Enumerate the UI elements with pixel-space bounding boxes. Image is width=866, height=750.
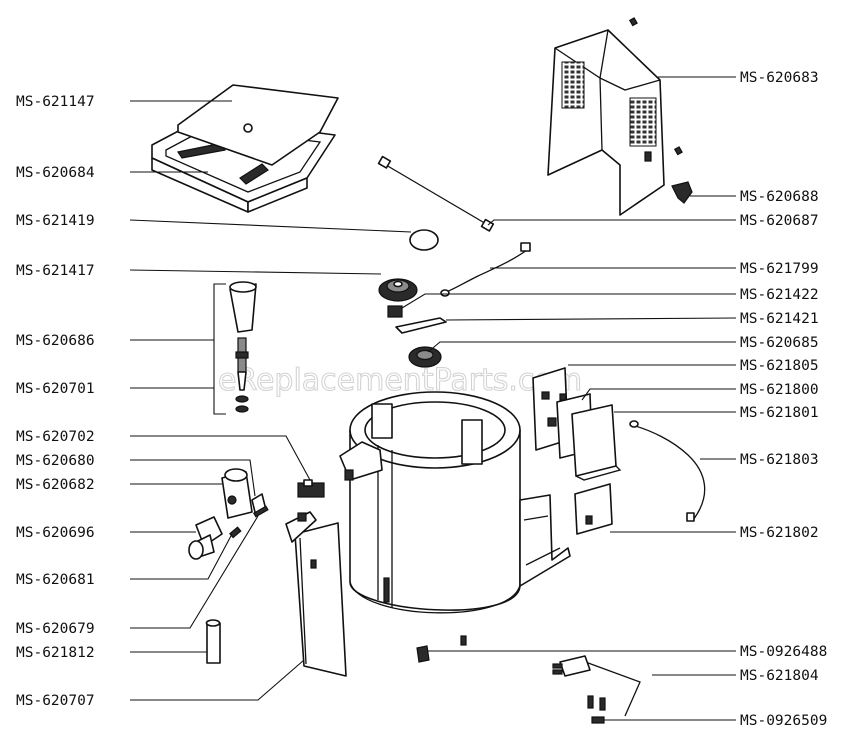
part-label: MS-621417: [16, 263, 95, 279]
part-label: MS-620701: [16, 381, 95, 397]
valve-spindle: [235, 337, 249, 391]
part-label: MS-620684: [16, 165, 95, 181]
micro-switch: [297, 479, 325, 498]
part-label: MS-620680: [16, 453, 95, 469]
part-label: MS-621419: [16, 213, 95, 229]
foot-screws: [416, 635, 467, 663]
part-label: MS-621147: [16, 94, 95, 110]
screw: [628, 17, 638, 27]
small-disc: [409, 229, 439, 251]
power-cord: [552, 655, 641, 717]
valve-elbow: [188, 516, 223, 560]
switch-assembly: [387, 305, 447, 334]
part-label: MS-620688: [740, 189, 819, 205]
part-label: MS-620682: [16, 477, 95, 493]
power-module: [556, 393, 622, 481]
part-label: MS-621801: [740, 405, 819, 421]
o-ring: [235, 395, 249, 403]
labels-right: MS-620683 MS-620688 MS-620687 MS-621799 …: [740, 70, 827, 729]
part-label: MS-621803: [740, 452, 819, 468]
part-label: MS-621802: [740, 525, 819, 541]
connector-wire: [629, 420, 706, 522]
part-label: MS-620696: [16, 525, 95, 541]
part-label: MS-620702: [16, 429, 95, 445]
part-label: MS-621421: [740, 311, 819, 327]
drip-grid: [177, 84, 339, 166]
pin: [252, 505, 269, 518]
part-label: MS-620687: [740, 213, 819, 229]
part-label: MS-621422: [740, 287, 819, 303]
cable-harness: [377, 155, 495, 232]
part-label: MS-620707: [16, 693, 95, 709]
steam-tube: [205, 619, 221, 664]
part-label: MS-620683: [740, 70, 819, 86]
rating-plate: [574, 483, 613, 535]
part-label: MS-621812: [16, 645, 95, 661]
watermark: eReplacementParts.com: [218, 363, 582, 398]
front-panel: [285, 511, 347, 677]
part-label: MS-621800: [740, 382, 819, 398]
part-label: MS-621805: [740, 358, 819, 374]
part-label: MS-620686: [16, 333, 95, 349]
labels-left: MS-621147 MS-620684 MS-621419 MS-621417 …: [16, 94, 95, 709]
steam-valve-body: [221, 468, 267, 519]
part-label: MS-620681: [16, 572, 95, 588]
cover-clip: [671, 181, 693, 204]
main-housing: [339, 391, 521, 614]
o-ring: [235, 405, 249, 413]
part-label: MS-621804: [740, 668, 819, 684]
steam-knob: [229, 281, 257, 333]
knob-group-bracket: [213, 283, 226, 415]
rotary-knob: [378, 278, 418, 302]
part-label: MS-0926509: [740, 713, 827, 729]
gear-wheel: [408, 346, 442, 368]
cord-screws: [587, 695, 606, 724]
rear-cover: [547, 29, 665, 216]
part-label: MS-620679: [16, 621, 95, 637]
part-label: MS-621799: [740, 261, 819, 277]
screw: [673, 146, 683, 156]
leader-lines: [129, 76, 737, 721]
base-rail: [519, 494, 571, 587]
thermostat-wire: [440, 242, 531, 297]
part-label: MS-620685: [740, 335, 819, 351]
part-label: MS-0926488: [740, 644, 827, 660]
